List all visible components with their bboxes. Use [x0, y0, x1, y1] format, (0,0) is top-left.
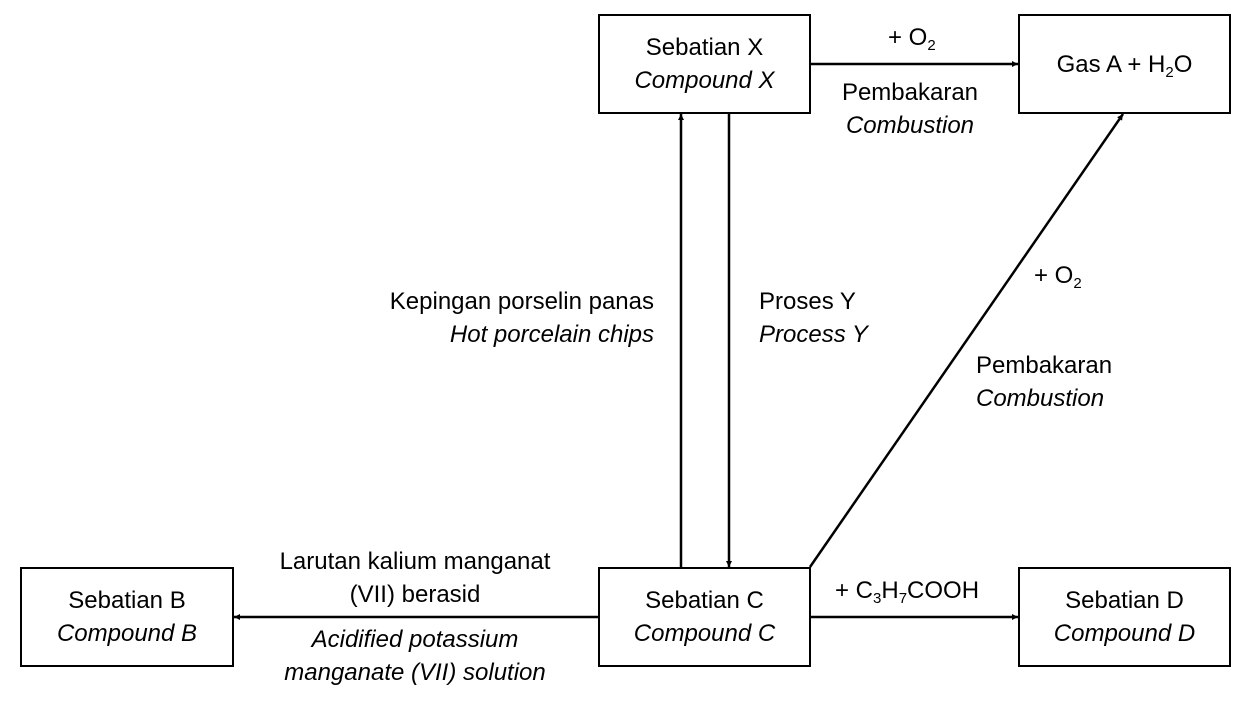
c-to-b-condition-en: Acidified potassium manganate (VII) solu… [284, 626, 546, 686]
compound-x-ms: Sebatian X [645, 34, 764, 61]
compound-x-en: Compound X [634, 67, 775, 94]
gas-a-box: Gas A + H2O [1018, 14, 1231, 114]
x-to-gas-condition: Pembakaran Combustion [841, 79, 979, 139]
compound-c-en: Compound C [633, 620, 776, 647]
x-to-gas-reagent: + O2 [888, 24, 936, 54]
compound-x-box: Sebatian X Compound X [598, 14, 811, 114]
c-to-gas-reagent: + O2 [1034, 262, 1082, 292]
gas-a-label: Gas A + H2O [1056, 50, 1193, 81]
c-to-b-condition-ms: Larutan kalium manganat (VII) berasid [279, 548, 551, 608]
compound-d-box: Sebatian D Compound D [1018, 567, 1231, 667]
compound-c-box: Sebatian C Compound C [598, 567, 811, 667]
c-to-x-condition: Kepingan porselin panas Hot porcelain ch… [389, 288, 654, 348]
x-to-c-condition: Proses Y Process Y [759, 288, 868, 348]
compound-b-en: Compound B [56, 620, 198, 647]
compound-b-ms: Sebatian B [68, 587, 186, 614]
compound-b-box: Sebatian B Compound B [20, 567, 234, 667]
c-to-d-reagent: + C3H7COOH [835, 577, 980, 607]
compound-c-ms: Sebatian C [645, 587, 764, 614]
compound-d-ms: Sebatian D [1065, 587, 1184, 614]
compound-d-en: Compound D [1053, 620, 1196, 647]
c-to-gas-condition: Pembakaran Combustion [976, 352, 1113, 412]
arrow-c-to-gas [808, 113, 1125, 568]
